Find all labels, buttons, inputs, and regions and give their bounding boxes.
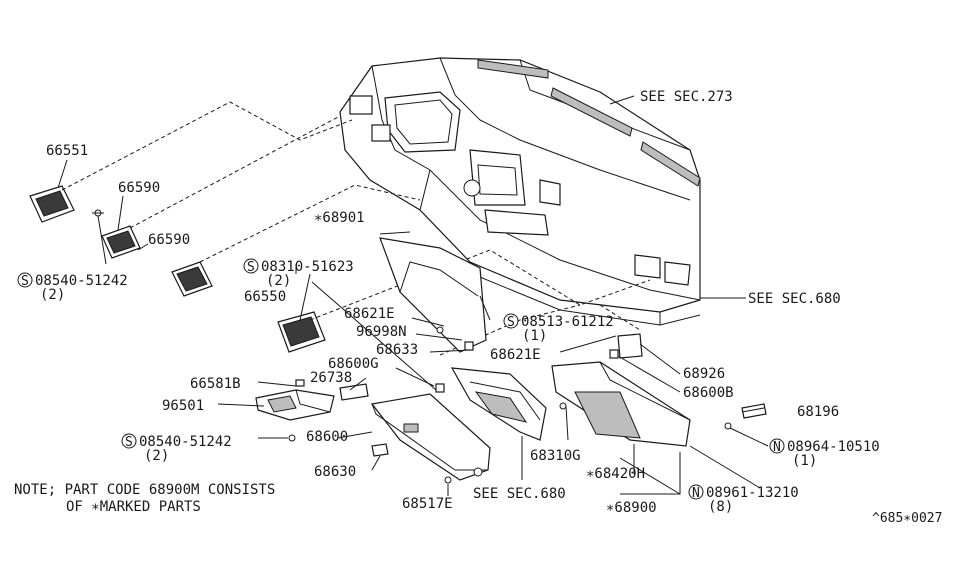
- stopper-68517e: [444, 476, 452, 484]
- label-08964-qty: (1): [792, 453, 817, 469]
- leader-lines: [57, 95, 769, 496]
- s-symbol-08310: S: [243, 258, 259, 275]
- label-68621e-left: 68621E: [344, 306, 395, 322]
- cover-68420h: [551, 361, 691, 447]
- s-symbol-text: S: [21, 274, 29, 289]
- label-68900: ∗68900: [606, 500, 657, 516]
- label-68600b: 68600B: [683, 385, 734, 401]
- label-08513-qty: (1): [522, 328, 547, 344]
- note-line-1: NOTE; PART CODE 68900M CONSISTS: [14, 482, 275, 498]
- n-symbol-text: N: [692, 486, 700, 501]
- label-66581b: 66581B: [190, 376, 241, 392]
- label-96998n: 96998N: [356, 324, 407, 340]
- label-68621e-right: 68621E: [490, 347, 541, 363]
- label-68196: 68196: [797, 404, 839, 420]
- label-08964: 08964-10510: [787, 439, 880, 455]
- label-08310-qty: (2): [266, 273, 291, 289]
- s-symbol-text: S: [507, 315, 515, 330]
- label-66590-upper: 66590: [118, 180, 160, 196]
- vent-66550: [277, 311, 326, 353]
- clip-68600g: [435, 383, 445, 393]
- screw-08540-lower: [288, 434, 296, 442]
- label-66550: 66550: [244, 289, 286, 305]
- latch-68630: [371, 443, 389, 457]
- screw-08540-upper: [92, 209, 104, 217]
- s-symbol-text: S: [125, 435, 133, 450]
- lower-panel-68901: [379, 237, 487, 353]
- label-68517e: 68517E: [402, 496, 453, 512]
- bracket-26738: [339, 383, 369, 401]
- label-68901: ∗68901: [314, 210, 365, 226]
- label-08961-qty: (8): [708, 499, 733, 515]
- label-96501: 96501: [162, 398, 204, 414]
- note-line-2: OF ∗MARKED PARTS: [66, 499, 201, 515]
- n-symbol-text: N: [773, 440, 781, 455]
- panel-96501: [255, 389, 335, 421]
- clip-68196: [741, 403, 767, 419]
- side-vent-66551: [29, 185, 75, 223]
- center-duct: [450, 367, 547, 441]
- clip-66581b: [295, 379, 305, 387]
- s-symbol-08513: S: [503, 313, 519, 330]
- fastener-68310g: [559, 402, 567, 410]
- label-see-sec-680-right: SEE SEC.680: [748, 291, 841, 307]
- clip-68600b: [609, 349, 619, 359]
- label-68926: 68926: [683, 366, 725, 382]
- label-08540-upper: 08540-51242: [35, 273, 128, 289]
- label-08310: 08310-51623: [261, 259, 354, 275]
- label-68633: 68633: [376, 342, 418, 358]
- n-symbol-08961: N: [688, 484, 704, 501]
- s-symbol-text: S: [247, 260, 255, 275]
- bracket-68926: [617, 333, 643, 359]
- label-68600g: 68600G: [328, 356, 379, 372]
- label-66590-lower: 66590: [148, 232, 190, 248]
- part-labels: 66551 66590 66590 08540-51242 (2) 08310-…: [35, 89, 880, 516]
- vent-66590-upper: [101, 225, 141, 259]
- label-08540-lower-qty: (2): [144, 448, 169, 464]
- glove-box-68600: [370, 393, 491, 481]
- label-68310g: 68310G: [530, 448, 581, 464]
- label-08961: 08961-13210: [706, 485, 799, 501]
- s-symbol-08540-upper: S: [17, 272, 33, 289]
- label-66551: 66551: [46, 143, 88, 159]
- footnote: NOTE; PART CODE 68900M CONSISTS OF ∗MARK…: [14, 482, 275, 515]
- label-see-sec-273: SEE SEC.273: [640, 89, 733, 105]
- label-68630: 68630: [314, 464, 356, 480]
- label-26738: 26738: [310, 370, 352, 386]
- label-68420h: ∗68420H: [586, 466, 645, 482]
- n-symbol-08964: N: [769, 438, 785, 455]
- label-08540-upper-qty: (2): [40, 287, 65, 303]
- vent-66590-lower: [171, 261, 213, 297]
- label-08513: 08513-61212: [521, 314, 614, 330]
- s-symbol-08540-lower: S: [121, 433, 137, 450]
- label-68600: 68600: [306, 429, 348, 445]
- screw-08964: [724, 422, 732, 430]
- label-08540-lower: 08540-51242: [139, 434, 232, 450]
- reference-code: ^685∗0027: [872, 511, 942, 526]
- label-see-sec-680-bottom: SEE SEC.680: [473, 486, 566, 502]
